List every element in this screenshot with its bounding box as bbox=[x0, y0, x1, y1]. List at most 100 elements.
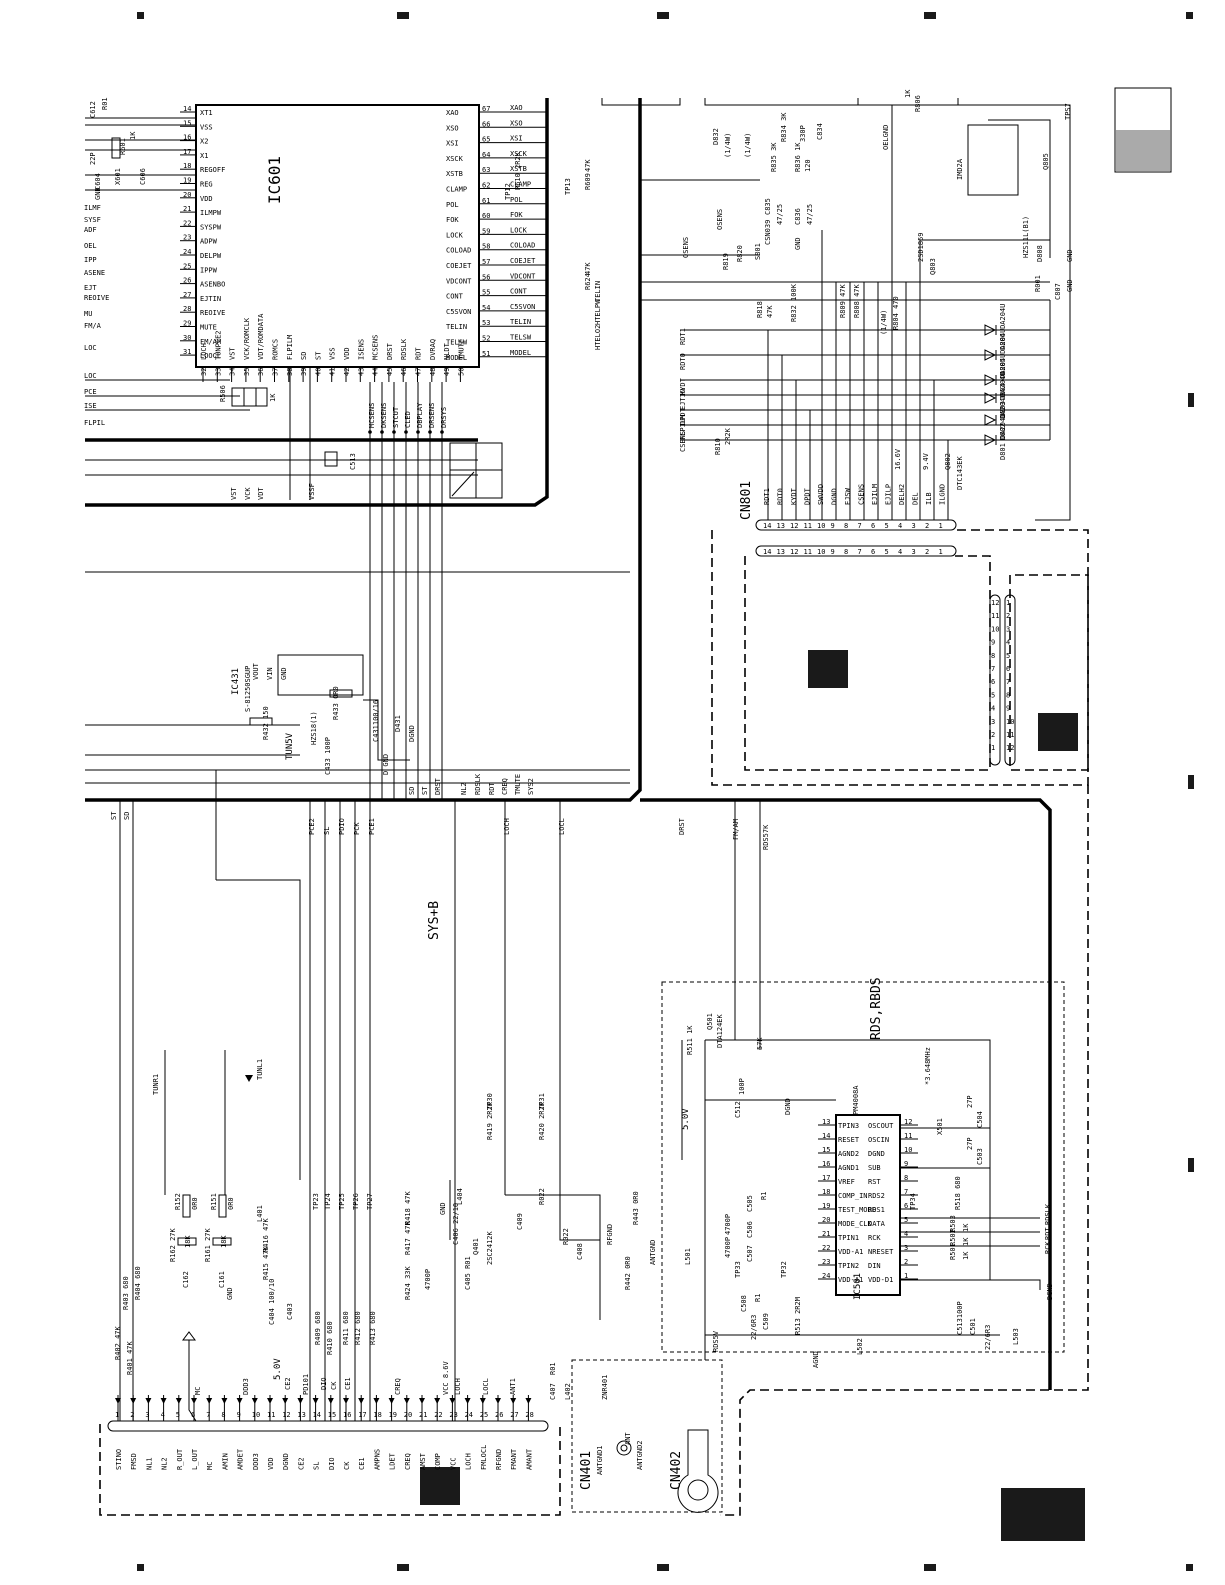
cn802-pin-number: 8 bbox=[991, 652, 995, 660]
ic601-pin-name: VDT/ROMDATA bbox=[257, 313, 265, 360]
ic601-pin-number: 52 bbox=[482, 335, 490, 343]
svg-text:47K: 47K bbox=[766, 305, 774, 318]
cn401-pin-name: AMIN bbox=[221, 1453, 229, 1470]
svg-text:DIO: DIO bbox=[320, 1377, 328, 1390]
tuner-signal-label: ST bbox=[421, 786, 429, 795]
cn802-pin-number: 9 bbox=[1006, 705, 1010, 713]
cn801-pin-number: 4 bbox=[898, 522, 902, 530]
edge-net-label: REOIVE bbox=[84, 294, 109, 302]
cn801-pin-name: EJILP bbox=[885, 484, 893, 505]
cn802-pin-number: 10 bbox=[1006, 718, 1014, 726]
ic601-net-label: LOCK bbox=[510, 226, 528, 234]
cn801-pin-number: 14 bbox=[763, 522, 771, 530]
ic601-pin-name: LOCH bbox=[200, 343, 208, 360]
ic501-pin-number: 21 bbox=[822, 1230, 830, 1238]
ic601-pin-name: LOOCL bbox=[200, 352, 221, 360]
ic601-pin-name: ILMPW bbox=[200, 209, 222, 217]
svg-text:R820: R820 bbox=[736, 245, 744, 262]
left-edge-labels: LOCPCEISEFLPILLOCFM/AMUREOIVEEJTASENEIPP… bbox=[84, 204, 109, 427]
svg-text:OSENS: OSENS bbox=[682, 237, 690, 258]
cn401-pin-name: VCC bbox=[449, 1457, 457, 1470]
arrow-icon bbox=[251, 1398, 258, 1404]
svg-text:C162: C162 bbox=[182, 1271, 190, 1288]
svg-text:C834: C834 bbox=[816, 123, 824, 140]
svg-text:57K: 57K bbox=[756, 1037, 764, 1050]
ic601-pin-name: SYSPW bbox=[200, 223, 222, 231]
svg-text:R518 680: R518 680 bbox=[954, 1176, 962, 1210]
edge-net-label: FM/A bbox=[84, 322, 102, 330]
ic501-pin-name: VDD-A1 bbox=[838, 1276, 863, 1284]
cn801-pin-number: 13 bbox=[777, 522, 785, 530]
ic601-pin-number: 32 bbox=[200, 368, 208, 376]
cn801-pin-name: ILGND bbox=[939, 484, 947, 505]
svg-text:27P: 27P bbox=[966, 1137, 974, 1150]
tuner-signal-label: DRST bbox=[434, 777, 442, 795]
svg-text:18K: 18K bbox=[184, 1235, 192, 1248]
svg-text:22P: 22P bbox=[89, 152, 97, 165]
svg-text:AGND: AGND bbox=[812, 1351, 820, 1368]
arrow-icon bbox=[236, 1398, 243, 1404]
ic501-pin-name: RCK bbox=[868, 1234, 881, 1242]
rds-out-rdt: RDT bbox=[1044, 1227, 1052, 1240]
svg-text:DGND: DGND bbox=[1046, 1283, 1054, 1300]
svg-text:TPS7: TPS7 bbox=[1064, 103, 1072, 120]
svg-text:R501: R501 bbox=[949, 1243, 957, 1260]
svg-text:VST: VST bbox=[230, 487, 238, 500]
arrow-icon bbox=[358, 1398, 365, 1404]
bus-label: DRST bbox=[678, 817, 686, 835]
cn401-pin-name: COMP bbox=[434, 1453, 442, 1470]
signal-label: DRSENS bbox=[428, 403, 436, 428]
svg-text:R1: R1 bbox=[760, 1192, 768, 1200]
svg-text:R442 0R0: R442 0R0 bbox=[624, 1256, 632, 1290]
ic501-pin-name: COMP_IN bbox=[838, 1192, 868, 1200]
svg-text:RFGND: RFGND bbox=[606, 1224, 614, 1245]
ic601-pin-name: TELSW bbox=[446, 339, 468, 347]
cn401-pin-number: 2 bbox=[130, 1411, 134, 1419]
svg-text:5.0V: 5.0V bbox=[681, 1108, 691, 1130]
svg-text:R162 27K: R162 27K bbox=[169, 1227, 177, 1262]
cn802-pin-number: 11 bbox=[1006, 731, 1014, 739]
svg-text:R511 1K: R511 1K bbox=[686, 1025, 694, 1055]
cn801-pin-number: 4 bbox=[898, 548, 902, 556]
edge-net-label: ISE bbox=[84, 402, 97, 410]
svg-text:D431: D431 bbox=[394, 715, 402, 732]
cn401-pin-number: 20 bbox=[404, 1411, 412, 1419]
ic601-net-label: POL bbox=[510, 196, 523, 204]
cn801: CN801 bbox=[711, 481, 1089, 786]
cn401-pin-number: 17 bbox=[358, 1411, 366, 1419]
ic601-pin-number: 43 bbox=[357, 368, 365, 376]
svg-text:4700P: 4700P bbox=[424, 1269, 432, 1290]
sys-bus-label: SYS+B bbox=[427, 901, 442, 940]
svg-text:C431100/16: C431100/16 bbox=[372, 700, 380, 742]
antenna-jack: CN401 ANTGND1 ANTGND2 ANT CN402 bbox=[571, 1359, 723, 1513]
ic601-pin-number: 56 bbox=[482, 273, 490, 281]
ic601-pin-number: 63 bbox=[482, 166, 490, 174]
cn401-pin-number: 13 bbox=[297, 1411, 305, 1419]
svg-text:R152: R152 bbox=[174, 1193, 182, 1210]
ic601-pin-name: FM/AM bbox=[200, 338, 221, 346]
ic601-pin-number: 65 bbox=[482, 136, 490, 144]
arrow-icon bbox=[221, 1398, 228, 1404]
ic601-pin-name: FOK bbox=[446, 216, 459, 224]
edge-net-label: LOC bbox=[84, 344, 97, 352]
ic601-pin-number: 19 bbox=[183, 177, 191, 185]
svg-text:ANTGND1: ANTGND1 bbox=[596, 1445, 604, 1475]
ic601-pin-name: COLOAD bbox=[446, 247, 471, 255]
svg-text:C433 100P: C433 100P bbox=[324, 737, 332, 775]
edge-net-label: ILMF bbox=[84, 204, 101, 212]
cn801-pin-name: DGND bbox=[831, 488, 839, 505]
ic601-pin-name: RDSLK bbox=[400, 338, 408, 360]
ic601-pin-name: ISENS bbox=[357, 339, 365, 360]
svg-text:R610 2R2K: R610 2R2K bbox=[514, 151, 522, 190]
svg-text:VOUT: VOUT bbox=[252, 662, 260, 680]
svg-text:Q401: Q401 bbox=[472, 1238, 480, 1255]
upper-right-wires: Q805 IMD2A Q803 2SD1859 Q802 DTC143EK R8… bbox=[504, 89, 1074, 521]
tuner-boundary bbox=[720, 785, 1089, 1516]
svg-text:C403: C403 bbox=[286, 1303, 294, 1320]
cn801-pin-number: 5 bbox=[885, 548, 889, 556]
ic601-pin-name: VDCONT bbox=[446, 277, 472, 285]
ic501-right-pins: 12OSCOUT11OSCIN10DGND9SUB8RST7RDS26RDS15… bbox=[868, 1118, 918, 1284]
svg-text:S801: S801 bbox=[754, 243, 762, 260]
